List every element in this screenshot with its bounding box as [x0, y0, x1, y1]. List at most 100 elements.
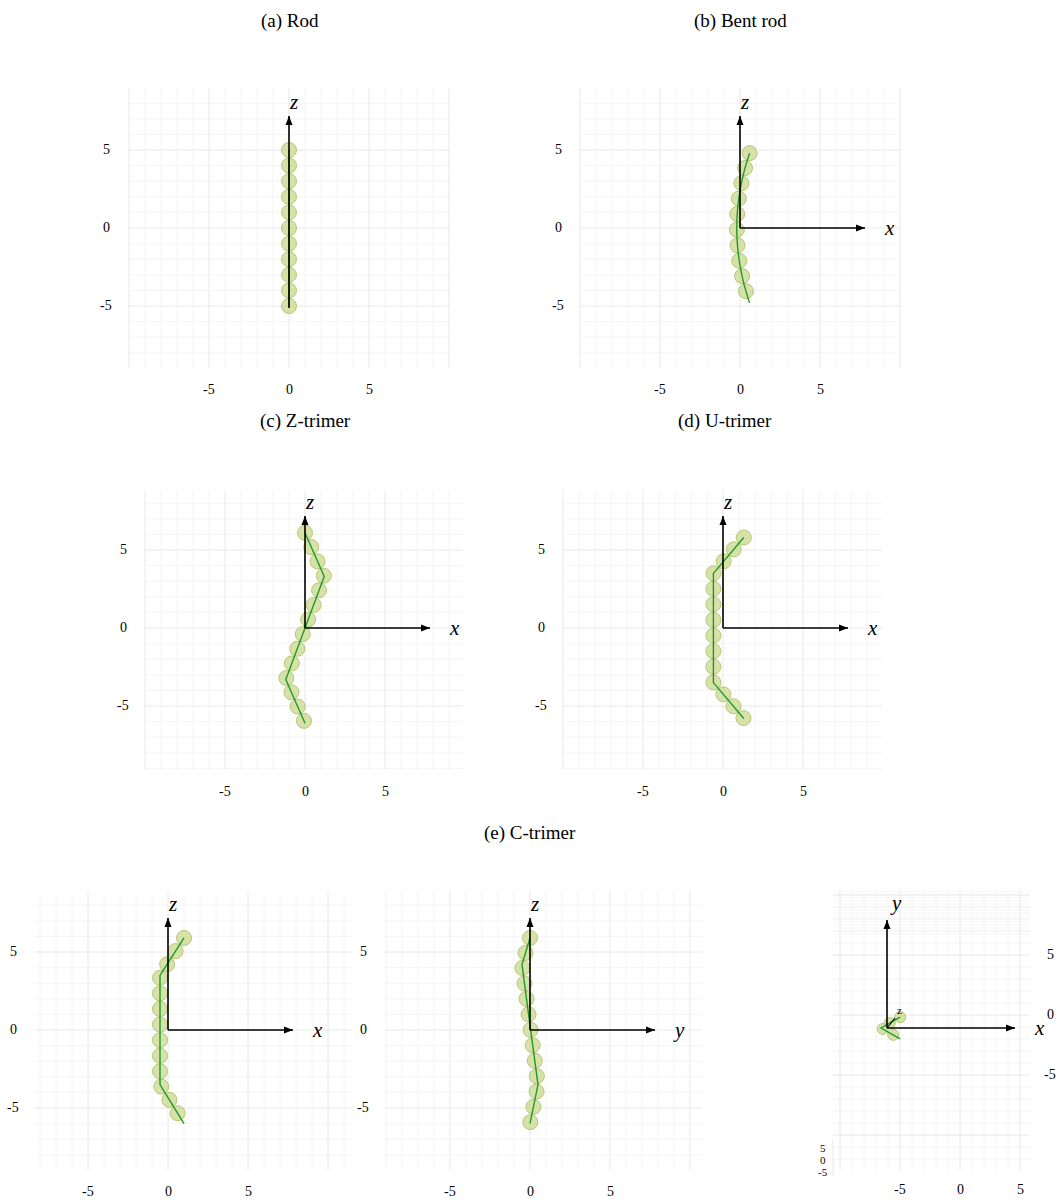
grid-line [884, 88, 885, 368]
grid-line [833, 1051, 1030, 1052]
grid-line [145, 674, 463, 675]
grid-line [833, 967, 1030, 968]
axis-label: y [675, 1020, 684, 1041]
grid-line [385, 983, 702, 984]
grid-line [433, 88, 434, 368]
grid-line [305, 88, 306, 368]
axis-line [886, 920, 888, 1028]
tick-label: -5 [818, 1167, 827, 1178]
grid-line [864, 890, 865, 1170]
grid-line [867, 490, 868, 770]
axis-arrowhead [284, 1027, 293, 1034]
grid-line [35, 1076, 352, 1077]
tick-label: 5 [366, 383, 373, 397]
tick-label: -5 [357, 1101, 369, 1115]
grid-line [177, 490, 178, 770]
grid-line [833, 1159, 1030, 1160]
tick-label: 0 [555, 221, 562, 235]
grid-line [900, 890, 901, 1170]
grid-line [611, 490, 612, 770]
grid-line [563, 643, 882, 644]
grid-line [321, 490, 322, 770]
tick-label: 0 [957, 1183, 964, 1197]
axis-label: z [531, 894, 539, 915]
grid-line [385, 952, 702, 953]
axis-label: z [306, 492, 314, 513]
grid-line [833, 919, 1030, 920]
grid-line [35, 998, 352, 999]
tick-label: -5 [637, 785, 649, 799]
panel-title: (e) C-trimer [484, 823, 575, 842]
grid-line [659, 490, 660, 770]
grid-line [152, 891, 153, 1170]
axis-label: y [892, 893, 901, 914]
grid-line [401, 88, 402, 368]
grid-line [580, 337, 900, 338]
grid-line [353, 490, 354, 770]
grid-line [833, 1135, 1030, 1136]
grid-line [417, 88, 418, 368]
axis-arrowhead [286, 116, 293, 125]
grid-line [833, 1063, 1030, 1064]
axis-line [530, 1029, 655, 1031]
tick-label: z [897, 1005, 902, 1016]
grid-line [145, 737, 463, 738]
tick-label: 0 [1047, 1008, 1054, 1022]
axis-line [288, 116, 290, 308]
grid-line [771, 490, 772, 770]
axis-line [723, 627, 848, 629]
grid-line [833, 892, 1030, 893]
grid-line [193, 490, 194, 770]
grid-line [241, 490, 242, 770]
grid-line [514, 891, 515, 1170]
tick-label: -5 [219, 785, 231, 799]
grid-line [868, 88, 869, 368]
grid-line [819, 490, 820, 770]
axis-arrowhead [421, 625, 430, 632]
tick-label: 0 [286, 383, 293, 397]
grid-line [104, 891, 105, 1170]
axis-arrowhead [302, 516, 309, 525]
axis-label: x [868, 618, 877, 639]
tick-label: 0 [10, 1023, 17, 1037]
tick-label: 5 [1017, 1183, 1024, 1197]
grid-line [321, 88, 322, 368]
grid-line [35, 1108, 352, 1109]
grid-line [691, 490, 692, 770]
grid-line [145, 643, 463, 644]
grid-line [833, 1140, 834, 1176]
grid-line [312, 891, 313, 1170]
grid-line [369, 490, 370, 770]
axis-line [167, 918, 169, 1030]
grid-line [369, 88, 370, 368]
grid-line [563, 768, 882, 769]
grid-line [563, 674, 882, 675]
grid-line [833, 907, 1030, 908]
grid-line [385, 967, 702, 968]
grid-line [833, 1099, 1030, 1100]
grid-line [417, 490, 418, 770]
grid-line [145, 565, 463, 566]
grid-line [35, 920, 352, 921]
grid-line [833, 913, 1030, 914]
tick-label: 5 [607, 1185, 614, 1199]
grid-line [72, 891, 73, 1170]
axis-label: z [724, 492, 732, 513]
axis-label: x [885, 218, 894, 239]
grid-line [674, 891, 675, 1170]
panel-title: (c) Z-trimer [260, 411, 350, 430]
tick-label: 0 [302, 785, 309, 799]
axis-line [529, 918, 531, 1030]
grid-line [723, 490, 724, 770]
grid-line [337, 88, 338, 368]
panel-title: (b) Bent rod [694, 11, 787, 30]
grid-line [833, 928, 1030, 929]
tick-label: -5 [654, 383, 666, 397]
tick-label: 5 [382, 785, 389, 799]
axis-arrowhead [856, 225, 865, 232]
axis-label: z [169, 894, 177, 915]
grid-line [924, 890, 925, 1170]
axis-line [887, 1018, 895, 1028]
grid-line [833, 925, 1030, 926]
